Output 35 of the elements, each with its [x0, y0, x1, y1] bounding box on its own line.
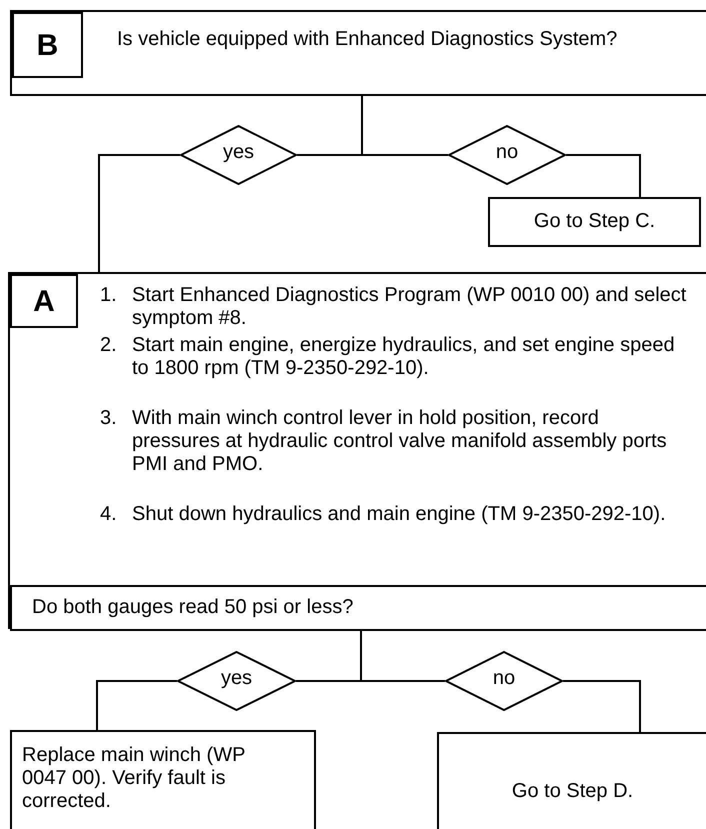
- step-text: Start main engine, energize hydraulics, and set engine speed to 1800 rpm (TM 9-2350-292-10).: [132, 334, 676, 380]
- connector-line: [96, 680, 177, 730]
- decision-diamond: [448, 125, 566, 185]
- process-box: [10, 10, 706, 96]
- process-box: [437, 732, 706, 829]
- step-letter-box: [12, 12, 83, 78]
- decision-diamond: [445, 651, 563, 711]
- step-text: With main winch control lever in hold position, record pressures at hydraulic control valve manifold assembly ports PMI and PMO.: [132, 407, 668, 476]
- connector-line: [566, 154, 641, 197]
- process-box: [10, 730, 316, 829]
- step-number: 2.: [100, 334, 117, 357]
- decision-diamond: [180, 125, 297, 185]
- decision-label: yes: [220, 667, 254, 690]
- step-text: Start Enhanced Diagnostics Program (WP 0010 00) and select symptom #8.: [132, 284, 688, 330]
- step-letter-box: [10, 274, 78, 328]
- question-band: [10, 585, 706, 631]
- step-text: Shut down hydraulics and main engine (TM 9-2350-292-10).: [132, 503, 667, 526]
- question-text: Is vehicle equipped with Enhanced Diagnostics System?: [117, 28, 618, 51]
- step-letter: A: [32, 285, 56, 319]
- connector-line: [563, 680, 641, 732]
- instruction-text: Replace main winch (WP 0047 00). Verify fault is corrected.: [22, 744, 246, 813]
- question-text: Do both gauges read 50 psi or less?: [32, 596, 354, 619]
- instruction-text: Go to Step D.: [510, 780, 634, 803]
- decision-label: no: [494, 141, 520, 164]
- process-box: [488, 197, 701, 247]
- decision-label: yes: [222, 141, 256, 164]
- connector-line: [98, 154, 180, 272]
- step-number: 1.: [100, 284, 117, 307]
- step-letter: B: [36, 29, 60, 63]
- step-number: 3.: [100, 407, 117, 430]
- instruction-text: Go to Step C.: [532, 210, 656, 233]
- process-box: [8, 272, 706, 629]
- step-number: 4.: [100, 503, 117, 526]
- decision-label: no: [492, 667, 516, 690]
- decision-diamond: [177, 651, 296, 711]
